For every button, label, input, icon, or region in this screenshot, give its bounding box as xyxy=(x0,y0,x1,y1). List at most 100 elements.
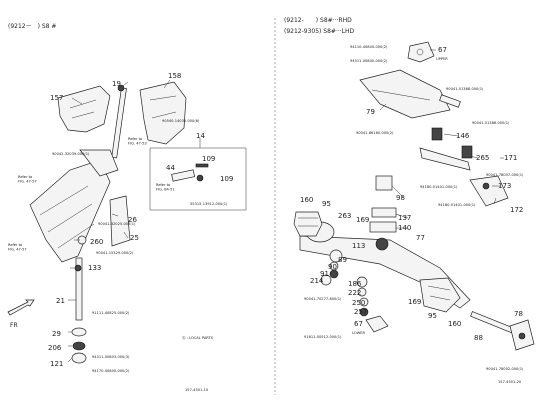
label-109b: 109 xyxy=(220,175,233,183)
label-169-left: 169 xyxy=(356,216,369,224)
label-67-upper: 67 xyxy=(438,46,447,54)
part-number-90041-01368: 90041-01368-000(1) xyxy=(446,87,484,91)
lower-bracket-67 xyxy=(365,315,389,333)
part-number-90041-15329: 90041-15329-000(2) xyxy=(96,251,134,255)
detail-box-14 xyxy=(149,147,247,211)
part-number-91111: 91111-40825-000(2) xyxy=(92,311,130,315)
label-88: 88 xyxy=(474,334,483,342)
part-number-90041-78002: 90041-78002-000(1) xyxy=(486,367,524,371)
label-14: 14 xyxy=(196,132,205,140)
label-173: 173 xyxy=(498,182,511,190)
label-146: 146 xyxy=(456,132,470,140)
part-number-94180-b: 94180-01401-000(1) xyxy=(438,203,476,207)
label-169-right: 169 xyxy=(408,298,421,306)
label-25: 25 xyxy=(130,234,139,242)
label-222: 222 xyxy=(348,289,361,297)
label-171: 171 xyxy=(504,154,517,162)
label-265: 265 xyxy=(476,154,489,162)
label-137: 137 xyxy=(398,214,411,222)
label-lower: LOWER xyxy=(352,331,366,335)
label-186: 186 xyxy=(348,280,362,288)
label-109a: 109 xyxy=(202,155,215,163)
upper-bracket-67 xyxy=(407,41,435,63)
label-91: 91 xyxy=(320,270,329,278)
label-172: 172 xyxy=(510,206,523,214)
label-157: 157 xyxy=(50,94,63,102)
label-79: 79 xyxy=(366,108,375,116)
label-140: 140 xyxy=(398,224,411,232)
right-diagram-code: 157-4501-20 xyxy=(498,380,522,384)
local-parts-note: Ⓢ : LOCAL PARTS xyxy=(182,335,214,340)
label-90: 90 xyxy=(328,263,337,271)
rack-boot-left-95 xyxy=(293,211,323,237)
tie-rod-end-265 xyxy=(419,127,473,171)
label-19: 19 xyxy=(112,80,121,88)
column-bracket-assembly xyxy=(29,149,119,263)
knuckle-arm-172 xyxy=(469,175,509,207)
gear-housing-79 xyxy=(359,69,461,119)
part-number-90041-70277: 90041-70277-800(1) xyxy=(304,297,342,301)
column-cover-158 xyxy=(139,81,187,145)
label-78: 78 xyxy=(514,310,523,318)
part-number-55315: 55315-13912-000(1) xyxy=(190,202,228,206)
label-29: 29 xyxy=(52,330,61,338)
label-21: 21 xyxy=(56,297,65,305)
rack-guide-parts xyxy=(356,276,369,317)
right-header-rhd: (9212- ) S8#···RHD xyxy=(284,17,352,24)
right-leader-lines xyxy=(379,49,504,229)
part-number-91611: 91611-00512-000(1) xyxy=(304,335,342,339)
label-113: 113 xyxy=(352,242,365,250)
part-number-90041-86160: 90041-86160-000(2) xyxy=(356,131,394,135)
label-160-left: 160 xyxy=(300,196,313,204)
label-160-right: 160 xyxy=(448,320,461,328)
label-260: 260 xyxy=(90,238,103,246)
label-upper: UPPER xyxy=(436,57,448,61)
part-number-94110: 94110-40800-000(2) xyxy=(350,45,388,49)
steering-column-shaft-19 xyxy=(111,84,127,159)
label-121: 121 xyxy=(50,360,63,368)
part-number-94511: 94511-00803-000(3) xyxy=(92,355,130,359)
label-133: 133 xyxy=(88,264,101,272)
fr-label: FR xyxy=(10,322,18,329)
column-cover-157 xyxy=(57,85,111,133)
part-number-90540: 90540-14030-000(6) xyxy=(162,119,200,123)
pad-25 xyxy=(109,195,131,247)
label-257: 257 xyxy=(354,308,367,316)
rack-boot-right-95 xyxy=(419,277,461,313)
label-95-left: 95 xyxy=(322,200,331,208)
label-44: 44 xyxy=(166,164,175,172)
label-89: 89 xyxy=(338,256,347,264)
left-leader-lines xyxy=(67,79,201,363)
part-number-90041-78007: 90041-78007-000(1) xyxy=(486,173,524,177)
label-206: 206 xyxy=(48,344,62,352)
label-77: 77 xyxy=(416,234,425,242)
left-diagram-code: 157-4501-10 xyxy=(185,388,209,392)
label-214: 214 xyxy=(310,277,324,285)
pinion-cap-98 xyxy=(375,175,393,191)
front-direction-arrow xyxy=(7,299,35,316)
pinion-assembly xyxy=(369,207,397,251)
label-26: 26 xyxy=(128,216,137,224)
label-67-lower: 67 xyxy=(354,320,363,328)
label-250: 250 xyxy=(352,299,365,307)
label-263: 263 xyxy=(338,212,351,220)
label-158: 158 xyxy=(168,72,181,80)
part-number-94170: 94170-40800-000(2) xyxy=(92,369,130,373)
right-header-lhd: (9212-9305) S8#···LHD xyxy=(284,28,355,35)
tie-rod-88 xyxy=(470,311,516,334)
part-number-90041-32025: 90041-32025-000(1) xyxy=(98,222,136,226)
tie-rod-end-78 xyxy=(509,319,535,351)
seal-parts xyxy=(320,249,343,286)
part-number-94180-a: 94180-01401-000(1) xyxy=(420,185,458,189)
left-header: (9212－ ) S8 # xyxy=(8,23,56,30)
part-number-90042: 90042-32039-000(1) xyxy=(52,152,90,156)
label-95-right: 95 xyxy=(428,312,437,320)
intermediate-shaft-21 xyxy=(71,257,87,364)
label-98: 98 xyxy=(396,194,405,202)
part-number-94511: 94511-00800-000(2) xyxy=(350,59,388,63)
